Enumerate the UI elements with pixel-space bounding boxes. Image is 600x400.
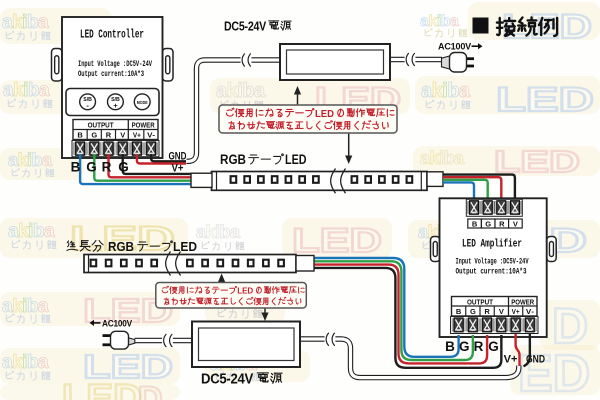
svg-text:akiba: akiba: [8, 221, 55, 242]
svg-text:B: B: [71, 160, 81, 175]
svg-text:V-: V-: [147, 130, 156, 139]
svg-text:akiba: akiba: [3, 80, 50, 101]
svg-text:DC5-24V: DC5-24V: [201, 372, 254, 388]
svg-text:LED: LED: [496, 81, 594, 119]
svg-text:Output current:10A*3: Output current:10A*3: [456, 268, 527, 277]
svg-text:OUTPUT: OUTPUT: [88, 121, 115, 130]
svg-text:POWER: POWER: [132, 121, 156, 130]
svg-text:G: G: [91, 130, 97, 139]
svg-text:MODE: MODE: [137, 100, 148, 105]
svg-text:G: G: [86, 160, 97, 175]
svg-text:ED: ED: [518, 345, 590, 400]
svg-text:OUTPUT: OUTPUT: [467, 297, 494, 306]
svg-text:POWER: POWER: [511, 297, 535, 306]
svg-text:R: R: [474, 339, 484, 354]
svg-text:DC5-24V: DC5-24V: [224, 19, 267, 34]
svg-text:akiba: akiba: [216, 80, 266, 102]
svg-text:LED: LED: [83, 348, 173, 385]
svg-text:G: G: [485, 219, 491, 228]
svg-text:LED Amplifier: LED Amplifier: [462, 239, 522, 251]
svg-text:V+: V+: [504, 354, 518, 366]
svg-text:D: D: [552, 298, 588, 354]
svg-text:B: B: [456, 307, 462, 316]
svg-text:D: D: [138, 380, 163, 400]
svg-text:G: G: [459, 339, 470, 354]
svg-text:LED: LED: [285, 152, 307, 167]
svg-text:S/B: S/B: [83, 97, 92, 103]
svg-text:LED: LED: [173, 239, 197, 254]
svg-text:R: R: [499, 219, 505, 228]
svg-text:V-: V-: [526, 307, 535, 316]
svg-text:V: V: [499, 307, 504, 316]
svg-text:akiba: akiba: [421, 80, 471, 102]
svg-text:LED: LED: [237, 286, 253, 296]
svg-text:LED: LED: [70, 220, 175, 258]
svg-text:+: +: [113, 101, 118, 110]
svg-text:akiba: akiba: [2, 352, 49, 373]
svg-text:V+: V+: [512, 307, 521, 316]
svg-text:akiba: akiba: [8, 150, 53, 170]
svg-text:AC100V: AC100V: [102, 319, 132, 329]
svg-text:RGB: RGB: [108, 239, 134, 254]
svg-text:GND: GND: [526, 354, 545, 366]
svg-text:V: V: [513, 219, 518, 228]
svg-text:LED Controller: LED Controller: [80, 28, 144, 42]
svg-text:Input Voltage :DC5V-24V: Input Voltage :DC5V-24V: [456, 258, 529, 267]
svg-text:V+: V+: [133, 130, 142, 139]
svg-text:-: -: [86, 101, 89, 110]
svg-text:R: R: [102, 160, 112, 175]
svg-text:akiba: akiba: [2, 12, 49, 33]
svg-text:RGB: RGB: [220, 152, 246, 167]
svg-text:S/B: S/B: [111, 97, 120, 103]
svg-text:B: B: [445, 339, 455, 354]
svg-text:LED: LED: [315, 109, 334, 120]
svg-text:akiba: akiba: [420, 13, 459, 30]
svg-text:LED: LED: [62, 378, 142, 400]
svg-text:G: G: [488, 339, 499, 354]
svg-text:LED: LED: [502, 8, 592, 46]
svg-text:G: G: [118, 160, 129, 175]
svg-text:R: R: [484, 307, 490, 316]
svg-text:V+: V+: [172, 162, 184, 174]
svg-text:akiba: akiba: [2, 296, 49, 317]
svg-text:R: R: [106, 130, 112, 139]
svg-text:B: B: [472, 219, 478, 228]
svg-text:B: B: [77, 130, 83, 139]
svg-text:LED: LED: [292, 222, 382, 260]
svg-text:G: G: [470, 307, 476, 316]
svg-text:GND: GND: [169, 151, 187, 163]
svg-text:Output current:10A*3: Output current:10A*3: [78, 70, 144, 79]
svg-text:AC100V: AC100V: [438, 42, 471, 52]
svg-text:V: V: [120, 130, 125, 139]
svg-text:akiba: akiba: [420, 148, 465, 168]
svg-text:Input Voltage :DC5V-24V: Input Voltage :DC5V-24V: [78, 60, 152, 69]
svg-text:akiba: akiba: [196, 222, 241, 242]
